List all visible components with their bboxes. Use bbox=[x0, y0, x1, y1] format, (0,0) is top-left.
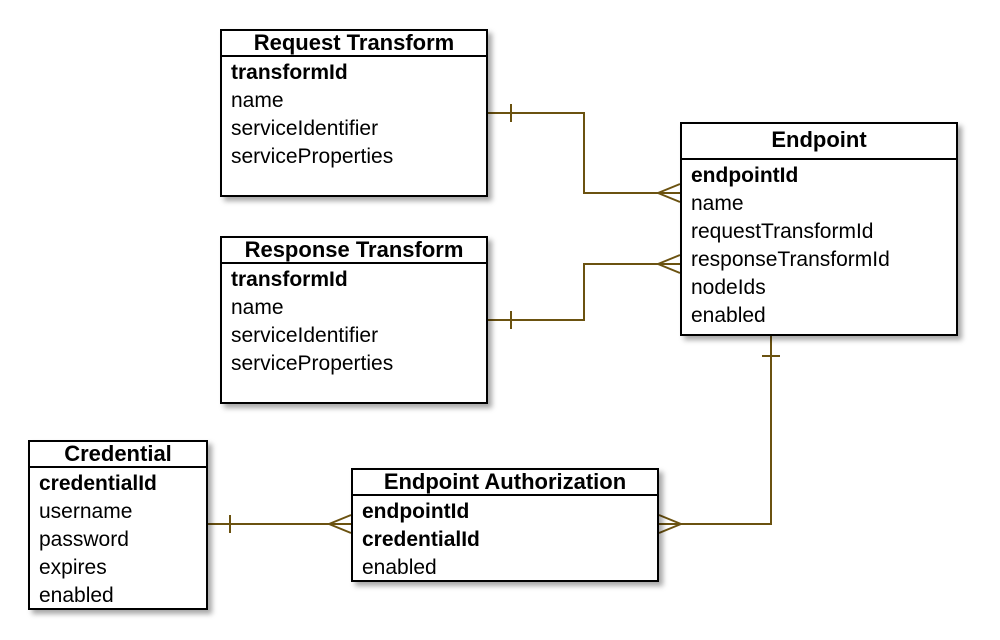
entity-title: Request Transform bbox=[222, 31, 486, 57]
entity-title: Response Transform bbox=[222, 238, 486, 264]
attribute-field: serviceProperties bbox=[231, 145, 394, 168]
attribute-field: name bbox=[231, 296, 284, 319]
cardinality-many-mark bbox=[328, 514, 352, 534]
key-field: endpointId bbox=[362, 500, 470, 523]
entity-title: Endpoint bbox=[682, 124, 956, 160]
relation-credential-endpoint-authorization bbox=[208, 514, 352, 534]
relation-endpoint-endpoint-authorization bbox=[658, 336, 780, 534]
field-list: endpointId name requestTransformId response… bbox=[682, 160, 956, 330]
key-field: credentialId bbox=[362, 528, 480, 551]
entity-credential[interactable]: Credential credentialId username password e… bbox=[28, 440, 208, 610]
field-list: transformId name serviceIdentifier serviceP… bbox=[222, 57, 486, 171]
attribute-field: serviceProperties bbox=[231, 352, 394, 375]
attribute-field: expires bbox=[39, 556, 107, 579]
entity-endpoint[interactable]: Endpoint endpointId name requestTransformI… bbox=[680, 122, 958, 336]
relation-response-transform-endpoint bbox=[488, 254, 681, 329]
key-field: credentialId bbox=[39, 472, 157, 495]
key-field: transformId bbox=[231, 61, 348, 84]
field-list: transformId name serviceIdentifier serviceP… bbox=[222, 264, 486, 378]
attribute-field: serviceIdentifier bbox=[231, 117, 379, 140]
entity-request-transform[interactable]: Request Transform transformId name service… bbox=[220, 29, 488, 197]
entity-title: Endpoint Authorization bbox=[353, 470, 657, 496]
entity-response-transform[interactable]: Response Transform transformId name servic… bbox=[220, 236, 488, 404]
attribute-field: nodeIds bbox=[691, 276, 766, 299]
attribute-field: name bbox=[691, 192, 744, 215]
attribute-field: enabled bbox=[362, 556, 437, 579]
attribute-field: enabled bbox=[691, 304, 766, 327]
entity-title: Credential bbox=[30, 442, 206, 468]
cardinality-many-mark bbox=[657, 254, 681, 274]
attribute-field: requestTransformId bbox=[691, 220, 874, 243]
attribute-field: name bbox=[231, 89, 284, 112]
field-list: credentialId username password expires enabl… bbox=[30, 468, 206, 610]
key-field: transformId bbox=[231, 268, 348, 291]
attribute-field: enabled bbox=[39, 584, 114, 607]
attribute-field: password bbox=[39, 528, 129, 551]
cardinality-many-mark bbox=[658, 514, 682, 534]
field-list: endpointId credentialId enabled bbox=[353, 496, 657, 582]
cardinality-many-mark bbox=[657, 183, 681, 203]
attribute-field: serviceIdentifier bbox=[231, 324, 379, 347]
key-field: endpointId bbox=[691, 164, 799, 187]
relation-request-transform-endpoint bbox=[488, 104, 681, 203]
attribute-field: responseTransformId bbox=[691, 248, 890, 271]
entity-endpoint-authorization[interactable]: Endpoint Authorization endpointId credent… bbox=[351, 468, 659, 582]
attribute-field: username bbox=[39, 500, 133, 523]
